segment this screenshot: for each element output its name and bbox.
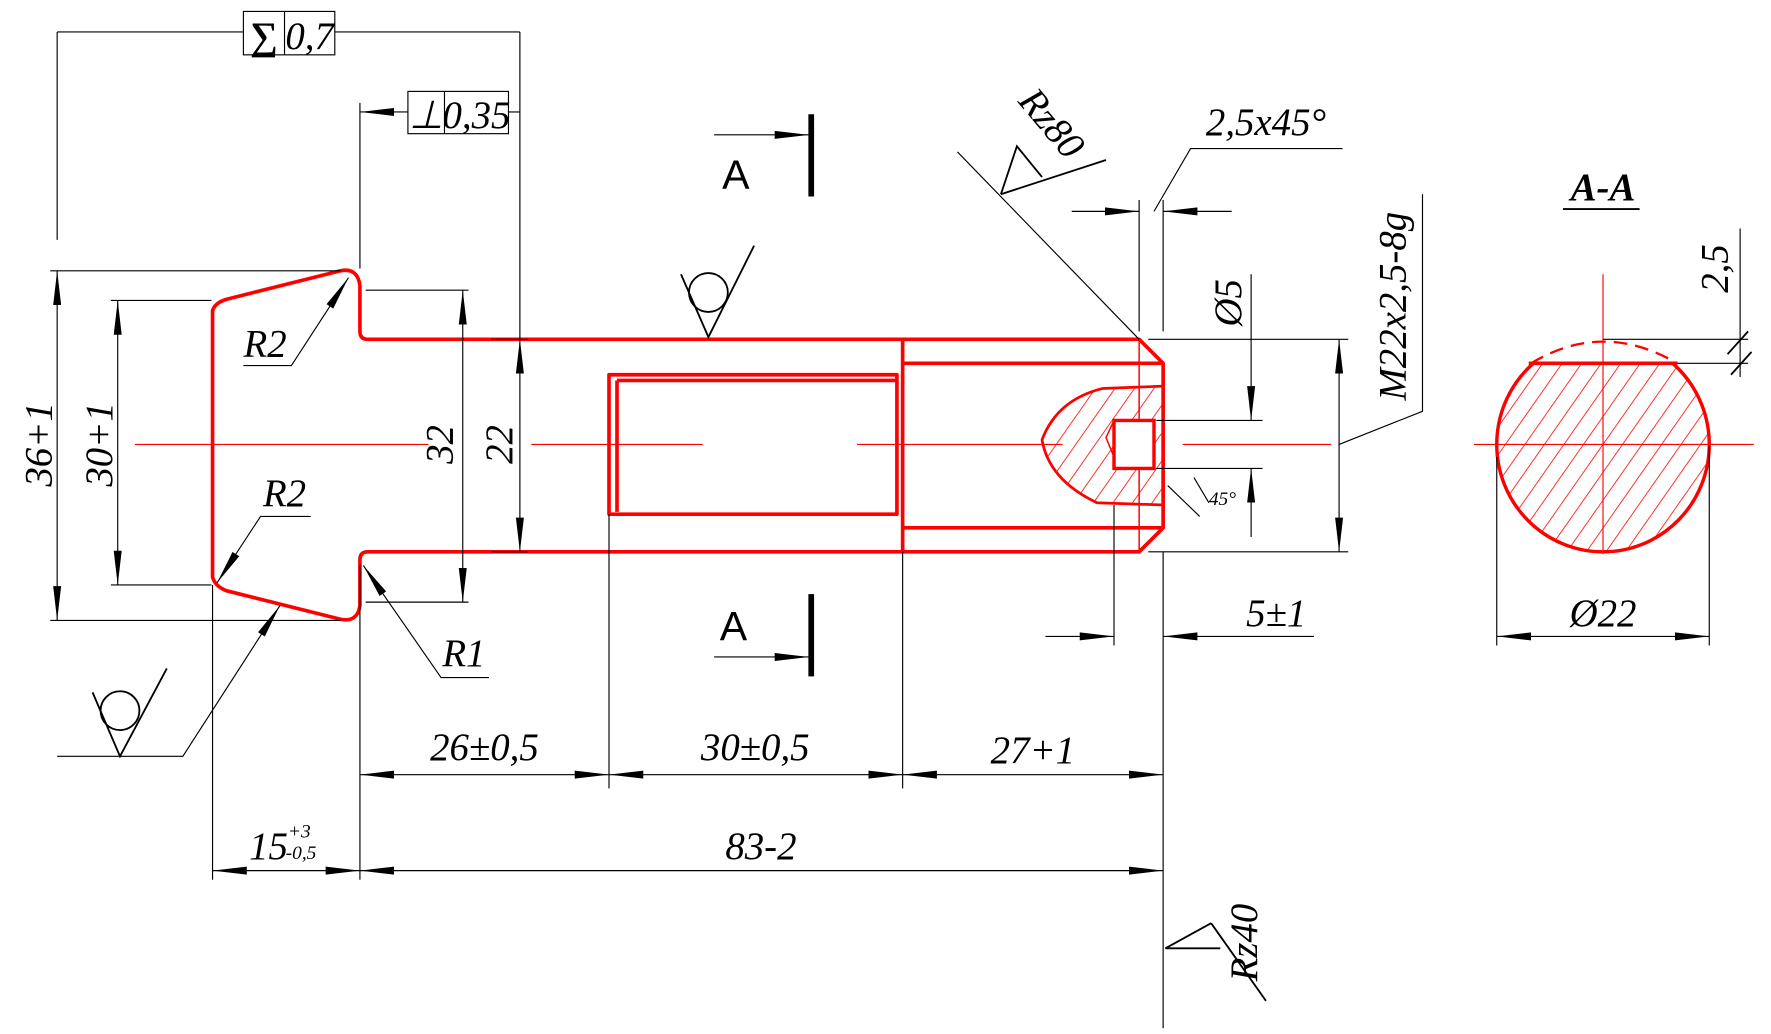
section-title: A-A — [1568, 166, 1636, 209]
surface-finish-symbols: Rz80 Rz40 — [57, 79, 1267, 1002]
bolt-part — [210, 268, 1165, 622]
dim-section-dia: Ø22 — [1569, 592, 1637, 635]
tolerance-value: 0,35 — [442, 94, 510, 137]
section-mark-top: A — [722, 152, 750, 198]
dim-total-len: 83-2 — [725, 825, 796, 868]
dim-hole-dia: Ø5 — [1207, 279, 1250, 327]
radius-head-bottom: R2 — [262, 472, 306, 515]
roughness-rz80: Rz80 — [957, 79, 1140, 340]
roughness-face: Rz40 — [1223, 904, 1266, 983]
tolerance-frame-sigma: ∑ 0,7 — [57, 10, 520, 58]
sigma-icon: ∑ — [250, 15, 278, 58]
dim-len-27: 27+1 — [991, 729, 1075, 772]
radius-fillet: R1 — [441, 632, 485, 675]
section-marks: A A — [714, 114, 815, 677]
dim-shaft-dia: 22 — [478, 425, 521, 464]
tolerance-value: 0,7 — [285, 15, 335, 58]
dim-len-26: 26±0,5 — [430, 726, 539, 769]
section-a-a: A-A Ø22 2,5 — [1495, 166, 1753, 646]
dim-head-len: 15 — [249, 825, 288, 868]
radius-callouts: R2 R2 R1 — [216, 277, 490, 679]
section-mark-bottom: A — [720, 603, 748, 649]
dim-head-face: 30+1 — [78, 402, 121, 487]
tolerance-frame-perpendicular: ⊥ 0,35 — [359, 90, 520, 137]
dim-chamfer: 2,5x45° — [1206, 101, 1326, 144]
dimensions: 36+1 30+1 32 22 26±0,5 30±0,5 27+1 15 +3… — [17, 101, 1424, 875]
dim-angle: 45° — [1209, 489, 1236, 510]
dim-shoulder: 32 — [418, 425, 461, 465]
dim-len-30: 30±0,5 — [700, 726, 810, 769]
dim-head-len-upper: +3 — [288, 821, 311, 842]
dim-thread: M22x2,5-8g — [1371, 212, 1414, 402]
radius-head-top: R2 — [243, 322, 287, 365]
surface-symbol-head-icon — [57, 605, 281, 759]
extension-lines — [50, 31, 1349, 1029]
roughness-rz40: Rz40 — [1164, 904, 1267, 1002]
dim-flat-depth: 2,5 — [1694, 244, 1737, 293]
dim-head-len-lower: -0,5 — [286, 843, 317, 864]
dim-hole-depth: 5±1 — [1246, 592, 1306, 635]
dim-head-height: 36+1 — [17, 402, 60, 487]
surface-symbol-shaft-icon — [680, 245, 755, 340]
perpendicular-icon: ⊥ — [409, 94, 443, 137]
